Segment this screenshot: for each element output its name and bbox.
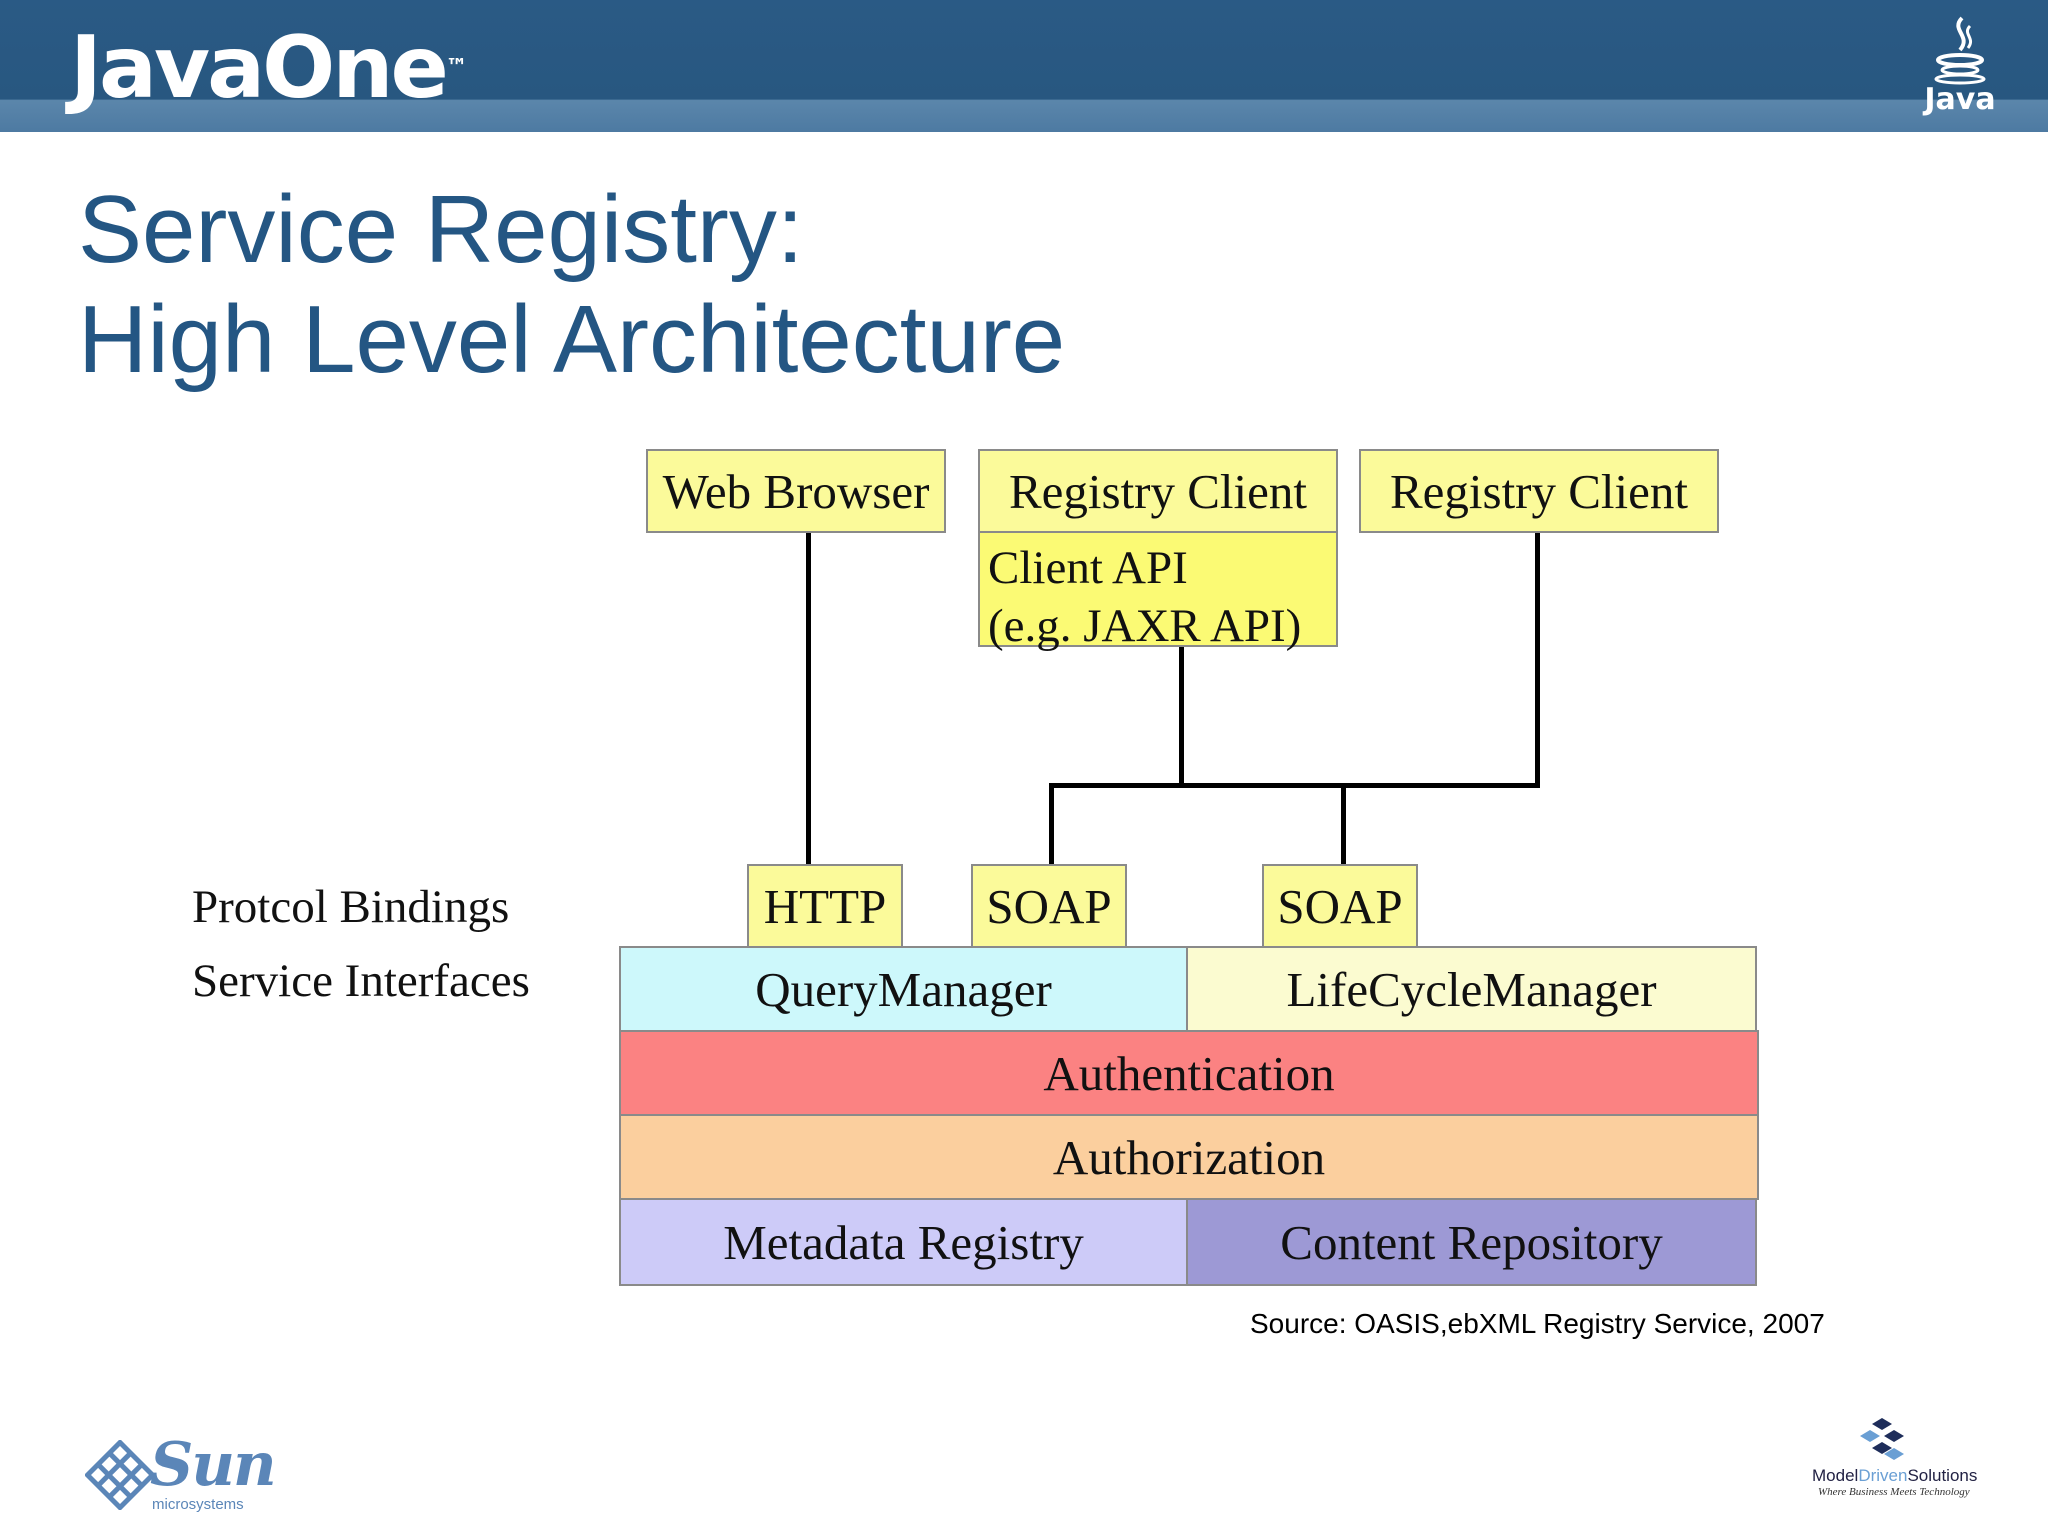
page-title-line-1: Service Registry:	[78, 176, 804, 283]
soap-binding-box-1: SOAP	[971, 864, 1127, 948]
registry-client-box-1: Registry Client	[978, 449, 1338, 533]
connector-horizontal-bus	[1049, 783, 1540, 788]
client-api-box: Client API (e.g. JAXR API)	[978, 531, 1338, 652]
lifecycle-manager-layer: LifeCycleManager	[1186, 946, 1757, 1032]
source-citation: Source: OASIS,ebXML Registry Service, 20…	[1250, 1308, 1825, 1339]
brand-text: JavaOne	[70, 18, 449, 118]
query-manager-layer: QueryManager	[619, 946, 1188, 1032]
page-title-line-2: High Level Architecture	[78, 286, 1066, 393]
model-driven-solutions-text: ModelDrivenSolutions	[1812, 1466, 1978, 1485]
client-api-line-1: Client API	[988, 542, 1188, 594]
metadata-registry-layer: Metadata Registry	[619, 1198, 1188, 1286]
sun-logo-icon	[85, 1440, 155, 1510]
java-label: Java	[1924, 82, 1996, 117]
header-band	[0, 0, 2048, 132]
model-driven-solutions-tagline: Where Business Meets Technology	[1818, 1486, 1970, 1498]
service-interfaces-label: Service Interfaces	[192, 955, 530, 1007]
connector-soap-2	[1341, 783, 1346, 866]
java-cup-icon	[1934, 16, 1986, 85]
sun-brand: Sun	[150, 1430, 277, 1500]
client-api-line-2: (e.g. JAXR API)	[988, 600, 1302, 652]
content-repository-layer: Content Repository	[1186, 1198, 1757, 1286]
protocol-bindings-label: Protcol Bindings	[192, 881, 510, 933]
sun-subtitle: microsystems	[152, 1496, 244, 1513]
connector-registry-client-2	[1535, 532, 1540, 788]
javaone-logo: JavaOne™	[70, 18, 468, 118]
http-binding-box: HTTP	[747, 864, 903, 948]
web-browser-box: Web Browser	[646, 449, 946, 533]
registry-client-box-2: Registry Client	[1359, 449, 1719, 533]
connector-client-api	[1179, 646, 1184, 788]
soap-binding-box-2: SOAP	[1262, 864, 1418, 948]
brand-trademark: ™	[445, 55, 468, 80]
authorization-layer: Authorization	[619, 1114, 1759, 1200]
connector-web-browser	[806, 530, 811, 866]
authentication-layer: Authentication	[619, 1030, 1759, 1116]
model-driven-solutions-logo-icon	[1860, 1418, 1904, 1460]
connector-soap-1	[1049, 783, 1054, 866]
